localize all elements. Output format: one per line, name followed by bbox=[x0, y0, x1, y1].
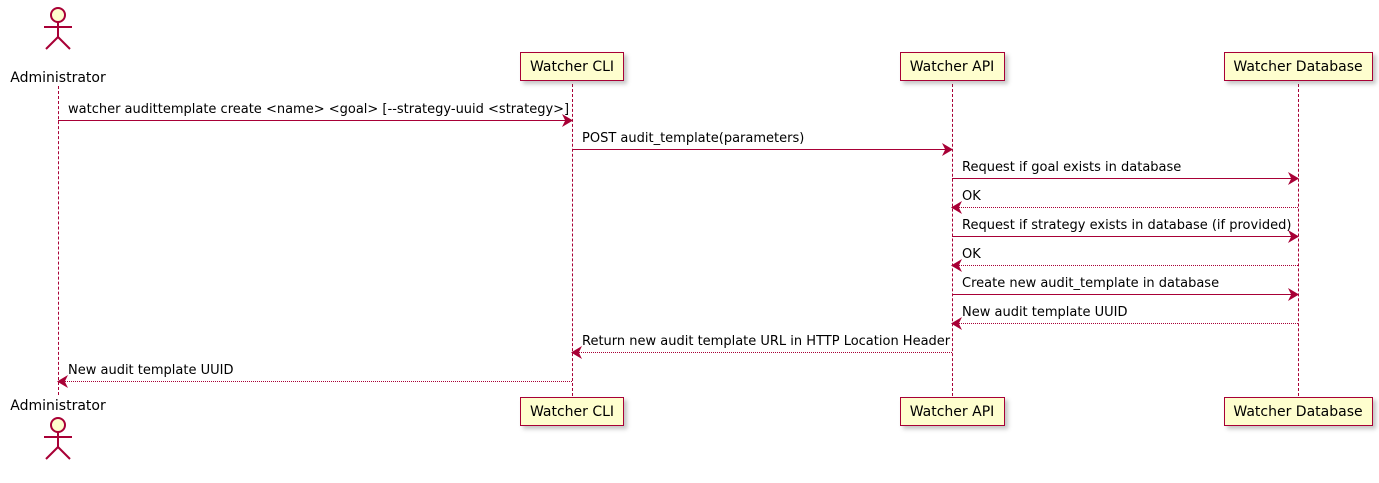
message-arrowhead-6 bbox=[951, 259, 962, 272]
message-line-2 bbox=[572, 149, 952, 150]
participant-label: Watcher API bbox=[909, 403, 995, 420]
actor-figure-administrator bbox=[44, 7, 72, 50]
actor-label-administrator: Administrator bbox=[10, 398, 106, 414]
participant-box-watcher-api[interactable]: Watcher API bbox=[899, 52, 1005, 81]
message-label-4: OK bbox=[962, 189, 981, 204]
message-line-9 bbox=[572, 352, 952, 353]
message-label-5: Request if strategy exists in database (… bbox=[962, 218, 1292, 233]
message-arrowhead-2 bbox=[942, 143, 953, 156]
message-label-7: Create new audit_template in database bbox=[962, 276, 1220, 291]
message-line-3 bbox=[952, 178, 1298, 179]
message-line-7 bbox=[952, 294, 1298, 295]
participant-box-watcher-cli[interactable]: Watcher CLI bbox=[520, 397, 624, 426]
lifeline-watcher-database bbox=[1298, 84, 1299, 396]
participant-box-watcher-database[interactable]: Watcher Database bbox=[1223, 52, 1373, 81]
message-arrowhead-1 bbox=[562, 114, 573, 127]
actor-figure-administrator bbox=[44, 417, 72, 460]
message-line-5 bbox=[952, 236, 1298, 237]
message-arrowhead-8 bbox=[951, 317, 962, 330]
lifeline-watcher-api bbox=[952, 84, 953, 396]
message-line-8 bbox=[952, 323, 1298, 324]
message-line-4 bbox=[952, 207, 1298, 208]
lifeline-administrator bbox=[58, 86, 59, 395]
message-line-10 bbox=[58, 381, 572, 382]
message-line-1 bbox=[58, 120, 572, 121]
lifeline-watcher-cli bbox=[572, 84, 573, 396]
message-arrowhead-5 bbox=[1288, 230, 1299, 243]
participant-box-watcher-database[interactable]: Watcher Database bbox=[1223, 397, 1373, 426]
message-label-1: watcher audittemplate create <name> <goa… bbox=[68, 102, 570, 117]
participant-label: Watcher Database bbox=[1233, 403, 1363, 420]
message-arrowhead-10 bbox=[57, 375, 68, 388]
participant-box-watcher-cli[interactable]: Watcher CLI bbox=[520, 52, 624, 81]
message-label-6: OK bbox=[962, 247, 981, 262]
participant-label: Watcher Database bbox=[1233, 58, 1363, 75]
message-arrowhead-4 bbox=[951, 201, 962, 214]
message-label-8: New audit template UUID bbox=[962, 305, 1128, 320]
message-line-6 bbox=[952, 265, 1298, 266]
message-arrowhead-9 bbox=[571, 346, 582, 359]
message-label-10: New audit template UUID bbox=[68, 363, 234, 378]
actor-label-administrator: Administrator bbox=[10, 70, 106, 86]
message-label-2: POST audit_template(parameters) bbox=[582, 131, 805, 146]
participant-label: Watcher CLI bbox=[529, 403, 615, 420]
participant-label: Watcher CLI bbox=[529, 58, 615, 75]
message-label-3: Request if goal exists in database bbox=[962, 160, 1182, 175]
participant-box-watcher-api[interactable]: Watcher API bbox=[899, 397, 1005, 426]
message-arrowhead-3 bbox=[1288, 172, 1299, 185]
message-label-9: Return new audit template URL in HTTP Lo… bbox=[582, 334, 951, 349]
participant-label: Watcher API bbox=[909, 58, 995, 75]
message-arrowhead-7 bbox=[1288, 288, 1299, 301]
